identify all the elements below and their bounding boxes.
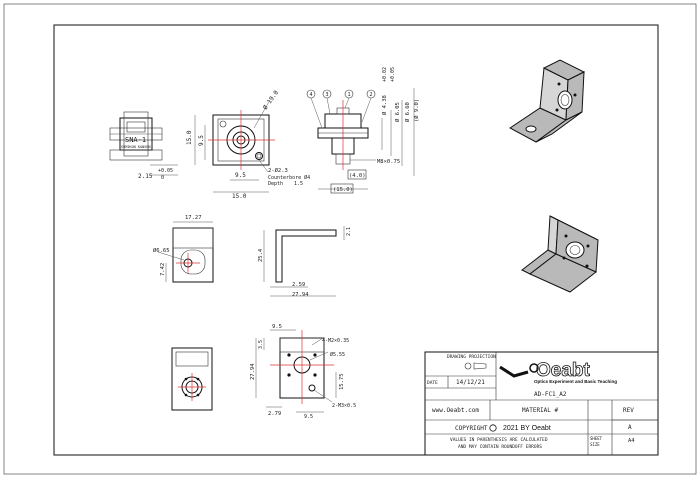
dim-sd-tol-a: +0.02 — [382, 67, 388, 82]
outer-frame — [3, 3, 697, 475]
dim-side-15: (15.0) — [333, 187, 353, 193]
value-rev: A — [628, 424, 632, 431]
dim-9-5-horizontal: 9.5 — [235, 172, 246, 179]
iso-view-bottom — [521, 215, 599, 293]
view-front-square: 15.0 9.5 Ø 19.0 9.5 15.0 2-Ø2.3 Counterb… — [186, 89, 310, 200]
dim-15-horizontal: 15.0 — [232, 193, 247, 200]
dim-tol: 2.15 — [138, 173, 153, 180]
balloon-2: 2 — [370, 92, 373, 98]
oeabt-logo-icon — [499, 363, 539, 378]
dim-sd-tol-b: +0.05 — [390, 67, 396, 82]
dim-sd-4-38: Ø 4.38 — [381, 95, 388, 115]
dim-tol-plus: +0.05 — [158, 168, 173, 174]
dim-sd-9-0: (Ø 9.0) — [413, 99, 420, 122]
label-copyright: COPYRIGHT — [455, 425, 488, 432]
view-side-section: 4 3 1 2 Ø 4.38 +0.02 +0.05 Ø 6.05 Ø 6.60… — [306, 67, 420, 194]
view-small-plate — [171, 347, 213, 411]
label-drawing-projection: DRAWING PROJECTION — [447, 354, 496, 360]
dim-flange-top: 9.5 — [272, 324, 282, 330]
dim-bracket-hole: Ø6.65 — [153, 247, 170, 254]
balloon-3: 3 — [326, 92, 329, 98]
note-flange-hole: Ø5.55 — [330, 351, 345, 358]
label-rev: REV — [623, 407, 634, 414]
logo-tagline: Optics Experiment and Basic Teaching — [534, 379, 617, 384]
part-number: AD-FC1_A2 — [534, 391, 567, 398]
dim-flange-height: 27.94 — [250, 363, 256, 380]
note-flange-m3: 2-M3×0.5 — [332, 403, 356, 409]
note-depth: Depth — [268, 181, 283, 187]
dim-bracket-height: 7.42 — [160, 263, 166, 276]
dim-flange-left: 3.5 — [258, 340, 264, 349]
value-sheet: A4 — [628, 438, 635, 444]
dim-9-5-vertical: 9.5 — [198, 135, 205, 146]
view-flange-plate: 9.5 4-M2×0.35 Ø5.55 2-M3×0.5 27.94 3.5 1… — [250, 324, 356, 420]
dim-dia-19: Ø 19.0 — [262, 89, 280, 111]
dim-bracket-width: 17.27 — [185, 215, 202, 221]
dim-flange-mid: 9.5 — [304, 414, 313, 420]
dim-flange-height2: 15.75 — [339, 373, 345, 390]
title-block: DRAWING PROJECTION DATE 14/12/21 Oeabt O… — [424, 351, 659, 456]
dim-thread-m8: M8×0.75 — [377, 159, 400, 165]
note-holes: 2-Ø2.3 — [268, 167, 288, 174]
note-depth-value: 1.5 — [294, 181, 303, 187]
dim-l-width-a: 2.59 — [292, 282, 305, 288]
logo-name: Oeabt — [536, 360, 591, 381]
balloon-1: 1 — [348, 92, 351, 98]
note-line1: VALUES IN PARENTHESIS ARE CALCULATED — [450, 437, 548, 443]
website: www.Oeabt.com — [432, 407, 479, 414]
dim-flange-width: 2.79 — [268, 411, 281, 417]
dim-sd-6-05: Ø 6.05 — [394, 102, 401, 122]
dim-sd-6-60: Ø 6.60 — [404, 102, 411, 122]
dim-l-width-b: 27.94 — [292, 292, 309, 298]
drawing-border — [53, 24, 659, 456]
label-size: SIZE — [590, 442, 600, 447]
note-flange-thread: 4-M2×0.35 — [322, 338, 349, 344]
dim-tol-zero: 0 — [161, 175, 164, 181]
value-date: 14/12/21 — [456, 379, 485, 386]
dim-15-vertical: 15.0 — [186, 130, 193, 145]
label-sheet: SHEET — [590, 436, 603, 441]
sna-label: SNA-1 — [125, 136, 146, 144]
view-sna-clip: SNA-1 SUMIKON KANSEN 2.15 +0.05 0 — [109, 111, 178, 181]
balloon-4: 4 — [310, 92, 313, 98]
dim-l-vertical: 25.4 — [258, 248, 264, 262]
view-bracket-flat: 17.27 Ø6.65 7.42 — [153, 215, 214, 283]
sna-sublabel: SUMIKON KANSEN — [121, 145, 151, 149]
iso-view-top — [509, 59, 586, 143]
copyright-text: 2021 BY Oeabt — [503, 425, 551, 432]
label-material: MATERIAL # — [522, 407, 559, 414]
label-date: DATE — [427, 380, 438, 386]
dim-l-thickness: 2.1 — [346, 227, 352, 236]
view-l-bracket: 25.4 2.1 2.59 27.94 — [258, 226, 352, 298]
dim-side-4: (4.0) — [349, 173, 366, 179]
note-counterbore: Counterbore Ø4 — [268, 174, 310, 181]
note-line2: AND MAY CONTAIN ROUNDOFF ERRORS — [458, 444, 542, 450]
